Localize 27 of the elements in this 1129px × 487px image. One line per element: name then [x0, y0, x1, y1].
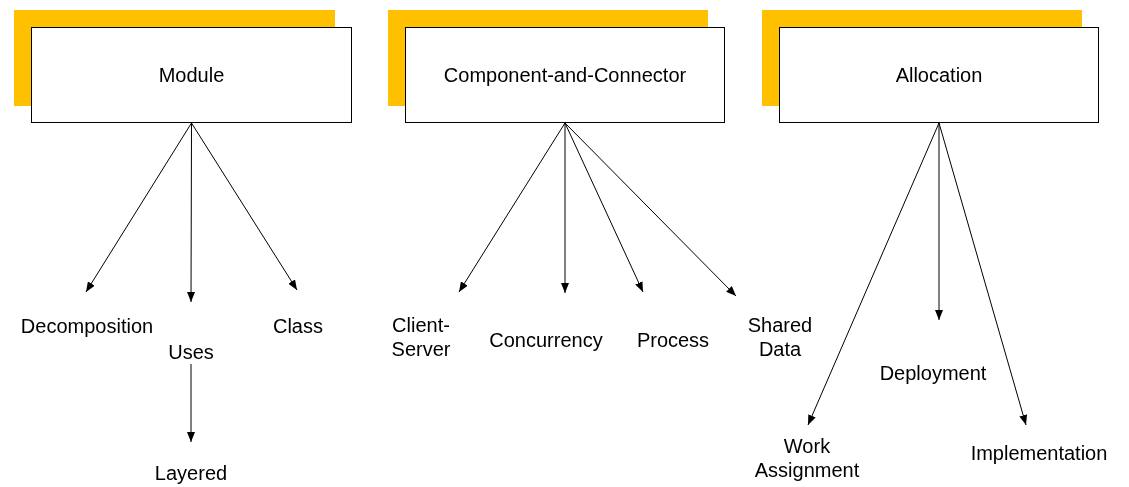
- view-box: [405, 27, 725, 123]
- arrow: [85, 122, 192, 293]
- view-label: Decomposition: [20, 314, 154, 338]
- view-label: Concurrency: [489, 328, 603, 352]
- view-title: Allocation: [895, 63, 983, 87]
- view-label: Uses: [168, 340, 214, 364]
- arrow: [458, 122, 566, 293]
- arrow: [938, 122, 1028, 426]
- arrow: [191, 122, 298, 291]
- view-label: Client- Server: [390, 313, 452, 361]
- view-label: Deployment: [879, 361, 987, 385]
- view-box: [31, 27, 352, 123]
- arrow: [187, 122, 196, 303]
- view-title: Module: [158, 63, 225, 87]
- view-label: Implementation: [970, 441, 1108, 465]
- arrow: [187, 363, 195, 443]
- arrow: [564, 122, 644, 293]
- view-label: Shared Data: [746, 313, 814, 361]
- view-label: Work Assignment: [753, 434, 861, 482]
- arrow: [807, 122, 940, 426]
- view-label: Process: [636, 328, 710, 352]
- arrow: [561, 122, 569, 294]
- view-label: Layered: [154, 461, 228, 485]
- view-title: Component-and-Connector: [443, 63, 687, 87]
- view-label: Class: [273, 314, 323, 338]
- arrow: [564, 122, 737, 297]
- view-box: [779, 27, 1099, 123]
